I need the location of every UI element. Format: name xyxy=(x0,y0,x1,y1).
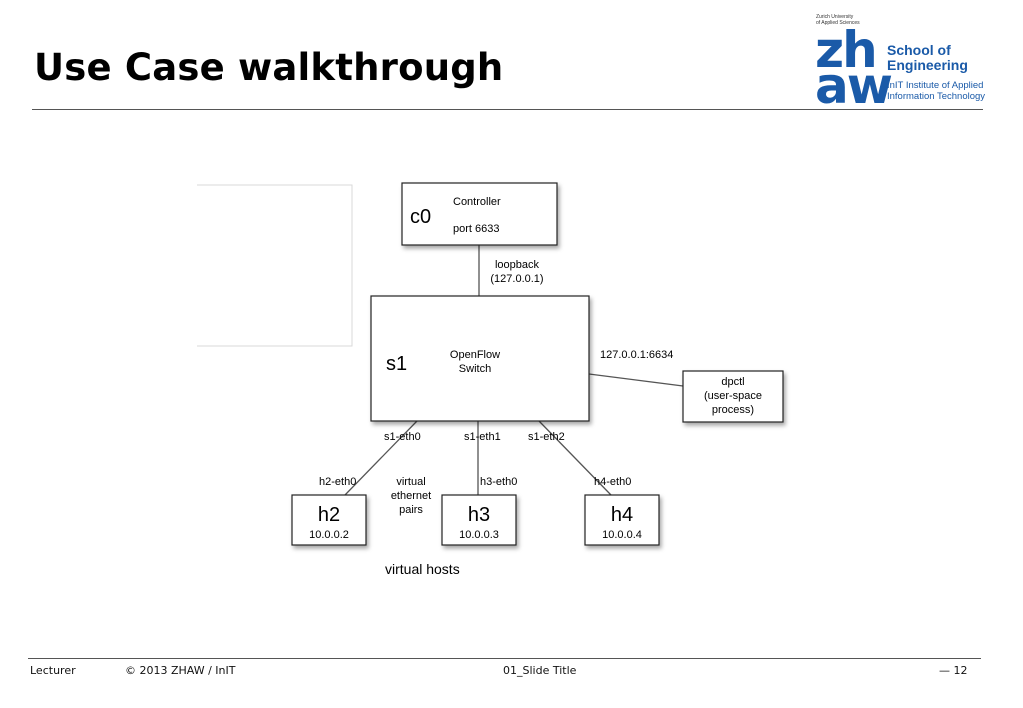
zhaw-logo: Zurich University of Applied Sciences zh… xyxy=(815,14,996,115)
footer-divider xyxy=(28,658,981,659)
placeholder-frame xyxy=(197,184,353,347)
host-id-h3: h3 xyxy=(468,504,490,526)
host-node-h3 xyxy=(441,494,517,546)
dpctl-line2: (user-space xyxy=(704,390,762,402)
logo-school-name: School of Engineering xyxy=(887,42,968,73)
veth-label-line2: ethernet xyxy=(391,490,431,502)
switch-id: s1 xyxy=(386,353,407,375)
controller-node xyxy=(401,182,558,246)
dpctl-link-label: 127.0.0.1:6634 xyxy=(600,349,673,361)
hosts-caption: virtual hosts xyxy=(385,561,460,577)
logo-mark-aw: aw xyxy=(815,57,893,115)
host-ip-h3: 10.0.0.3 xyxy=(459,529,499,541)
port-label-eth2: s1-eth2 xyxy=(528,431,565,443)
loopback-label: loopback xyxy=(495,259,540,271)
host-iface-h4: h4-eth0 xyxy=(594,476,631,488)
title-divider xyxy=(32,109,983,110)
footer-slide-name: 01_Slide Title xyxy=(503,664,577,677)
loopback-address: (127.0.0.1) xyxy=(490,273,543,285)
controller-id: c0 xyxy=(410,206,431,228)
switch-node xyxy=(370,295,590,422)
footer-lecturer: Lecturer xyxy=(30,664,76,677)
link-s1-h2 xyxy=(344,420,418,496)
switch-type-line1: OpenFlow xyxy=(450,349,500,361)
host-id-h2: h2 xyxy=(318,504,340,526)
link-s1-h4 xyxy=(538,420,612,496)
host-ip-h2: 10.0.0.2 xyxy=(309,529,349,541)
footer-page-number: — 12 xyxy=(939,664,968,677)
host-iface-h2: h2-eth0 xyxy=(319,476,356,488)
logo-institute-name: InIT Institute of Applied Information Te… xyxy=(887,80,986,102)
links xyxy=(344,245,684,496)
host-node-h2 xyxy=(291,494,367,546)
controller-port: port 6633 xyxy=(453,223,499,235)
slide-title: Use Case walkthrough xyxy=(34,46,504,89)
veth-label-line1: virtual xyxy=(396,476,425,488)
dpctl-line3: process) xyxy=(712,404,754,416)
port-label-eth0: s1-eth0 xyxy=(384,431,421,443)
dpctl-node xyxy=(682,370,784,423)
controller-name: Controller xyxy=(453,196,501,208)
dpctl-line1: dpctl xyxy=(721,376,744,388)
host-ip-h4: 10.0.0.4 xyxy=(602,529,642,541)
logo-university-name: Zurich University of Applied Sciences xyxy=(816,14,860,26)
footer-copyright: © 2013 ZHAW / InIT xyxy=(125,664,236,677)
switch-type-line2: Switch xyxy=(459,363,491,375)
port-label-eth1: s1-eth1 xyxy=(464,431,501,443)
logo-mark-zh: zh xyxy=(815,21,878,79)
veth-label-line3: pairs xyxy=(399,504,423,516)
host-node-h4 xyxy=(584,494,660,546)
host-iface-h3: h3-eth0 xyxy=(480,476,517,488)
link-s1-dpctl xyxy=(588,373,684,387)
host-id-h4: h4 xyxy=(611,504,633,526)
